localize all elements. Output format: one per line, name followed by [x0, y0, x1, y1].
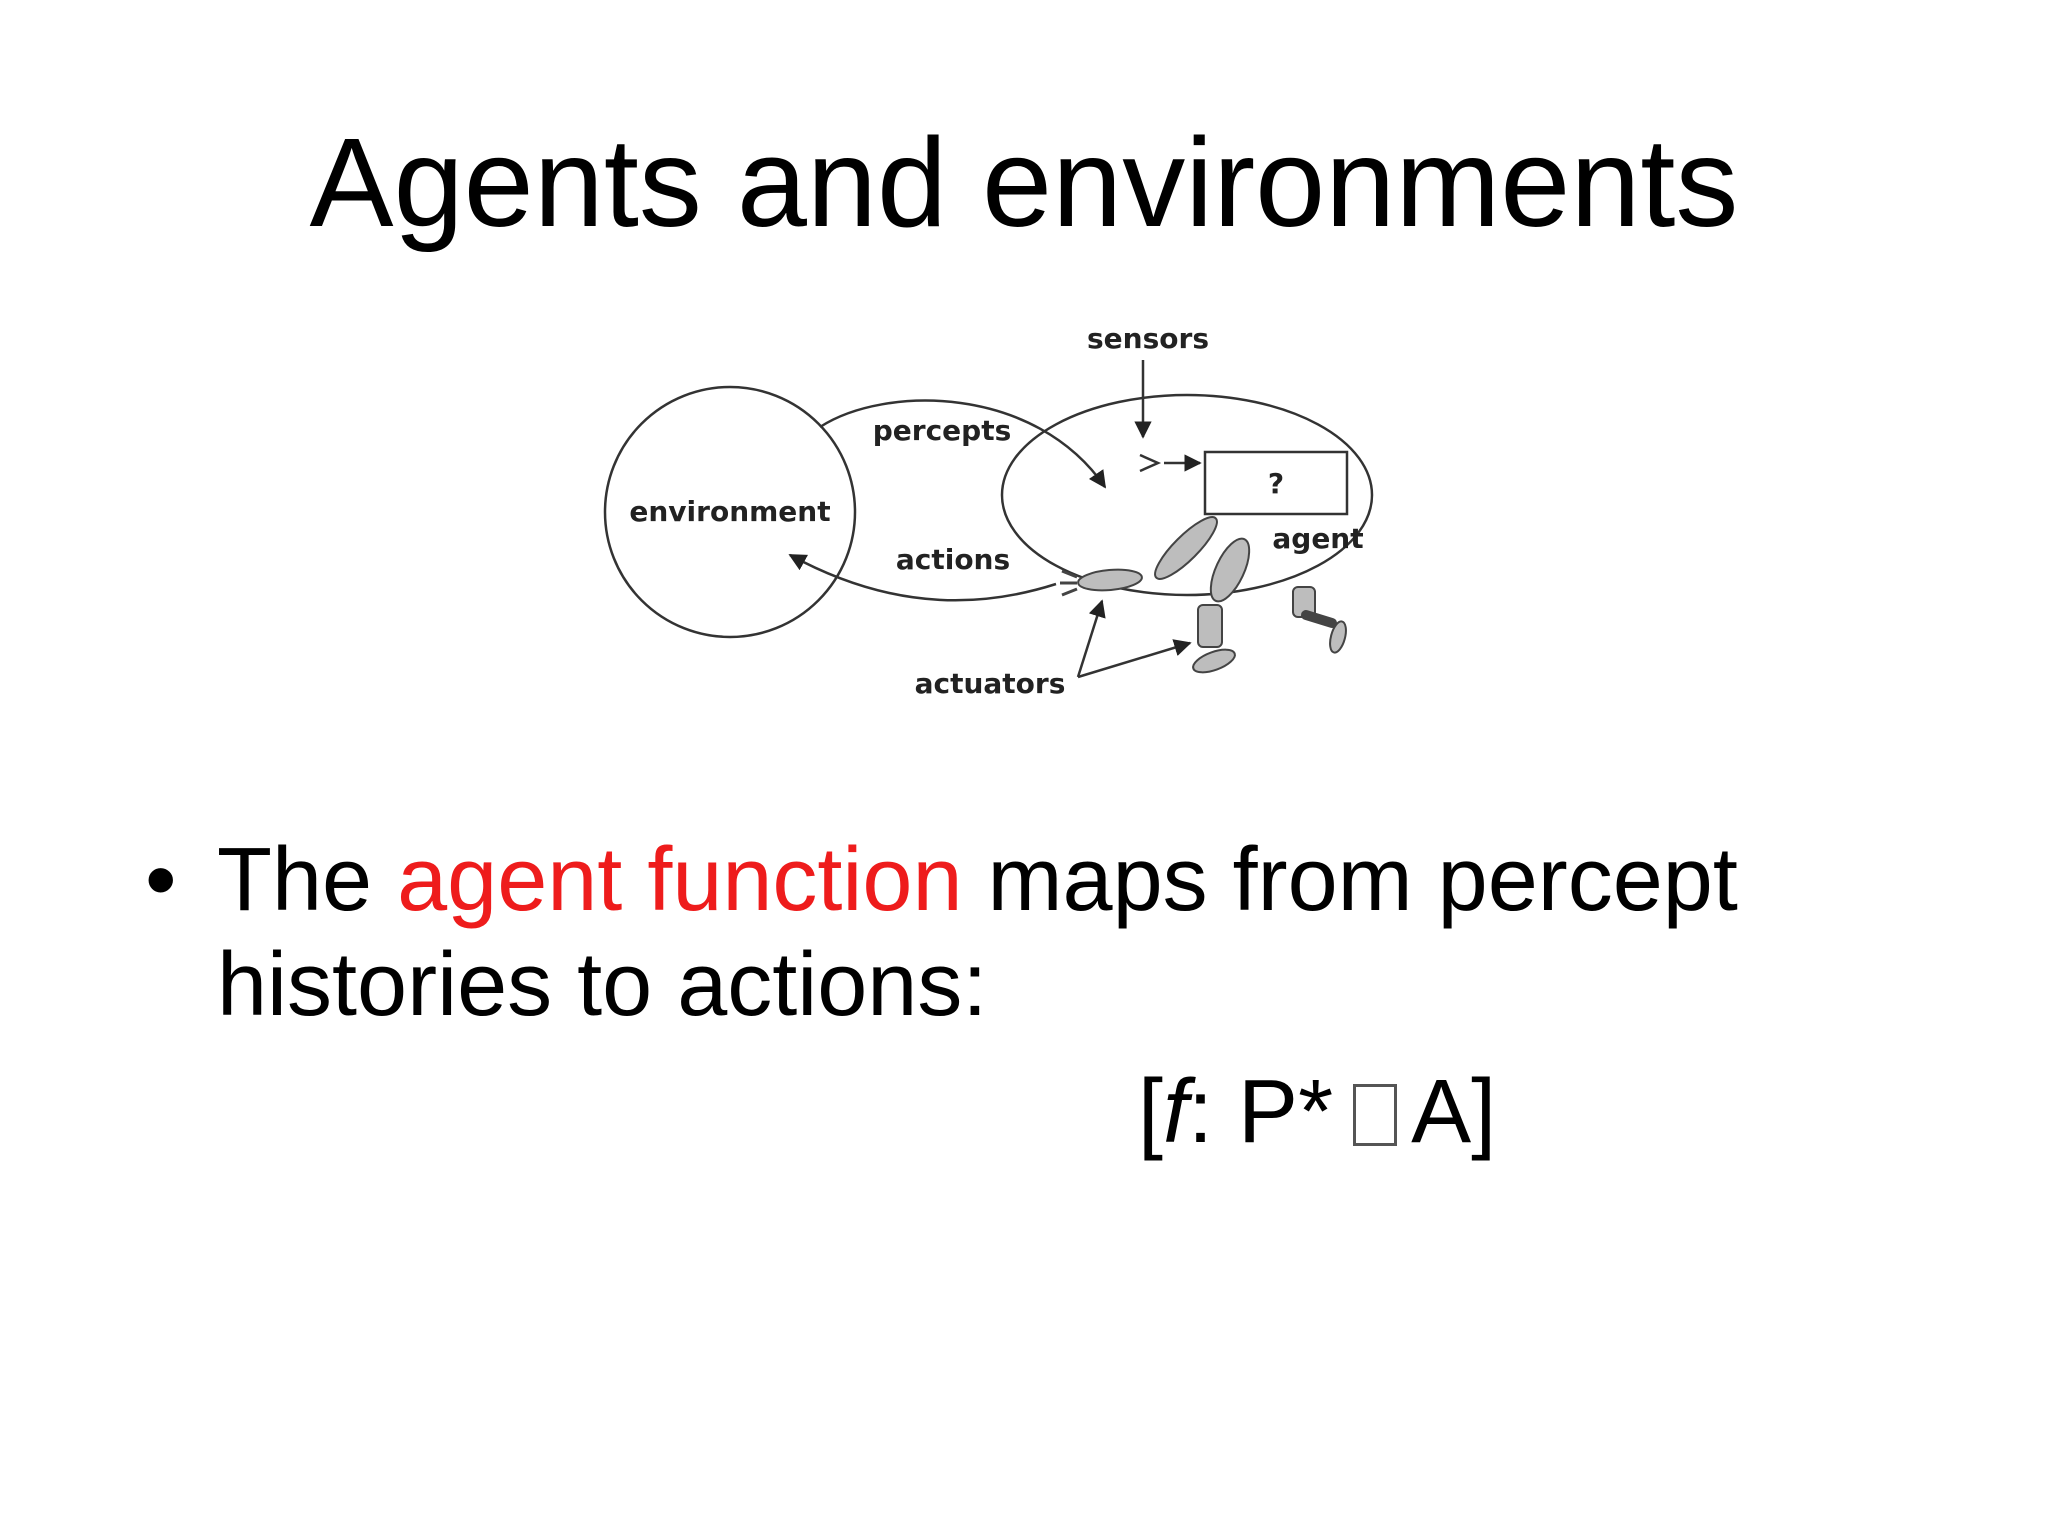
- agent-environment-diagram: environment agent ? percepts actions sen…: [603, 322, 1374, 700]
- agent-ellipse: [1000, 393, 1374, 597]
- agent-function-formula: [f: P* A]: [1138, 1060, 1496, 1165]
- actuator-arm-icon: [1060, 516, 1218, 597]
- bullet-text-after: maps from percept histories to actions:: [217, 830, 1738, 1035]
- environment-circle: [603, 385, 857, 639]
- agent-program-box: [1203, 450, 1349, 516]
- formula-open-bracket: [: [1138, 1062, 1164, 1162]
- bullet-text: The agent function maps from percept his…: [217, 828, 1917, 1038]
- missing-arrow-glyph-icon: [1353, 1084, 1398, 1146]
- formula-domain: : P*: [1188, 1062, 1334, 1162]
- agent-label: agent: [1272, 522, 1363, 555]
- actions-arrow: [788, 553, 1057, 602]
- actuators-label: actuators: [915, 667, 1066, 700]
- slide-title: Agents and environments: [309, 112, 1739, 253]
- environment-label: environment: [629, 495, 830, 528]
- actuators-arrow-legs: [1077, 639, 1192, 679]
- percepts-arrow: [819, 399, 1107, 489]
- bullet-marker: •: [145, 830, 177, 930]
- actuators-arrow-arm: [1076, 599, 1106, 678]
- actuator-legs-icon: [1192, 537, 1347, 674]
- agent-function-highlight: agent function: [397, 830, 963, 930]
- agent-program-question-mark: ?: [1268, 467, 1284, 500]
- percepts-label: percepts: [873, 414, 1012, 447]
- formula-codomain: A]: [1411, 1062, 1497, 1162]
- formula-function-name: f: [1163, 1062, 1189, 1162]
- actions-label: actions: [896, 543, 1010, 576]
- sensor-eye-icon: [1139, 453, 1202, 473]
- sensors-label: sensors: [1087, 322, 1209, 355]
- bullet-text-before: The: [217, 830, 398, 930]
